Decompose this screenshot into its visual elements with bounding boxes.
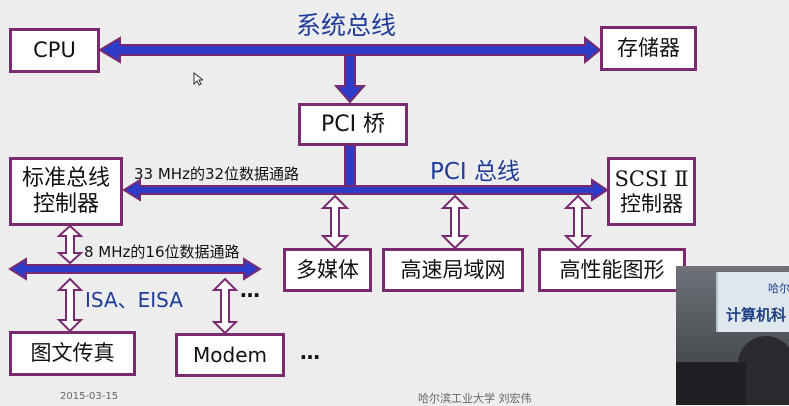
mouse-cursor-icon bbox=[193, 72, 203, 86]
monitor-silhouette bbox=[676, 362, 746, 405]
scsi-controller-line2: 控制器 bbox=[620, 191, 683, 216]
arrow-std-ctrl-isa bbox=[56, 224, 84, 265]
ellipsis-bottom: … bbox=[300, 340, 320, 364]
lecturer-silhouette bbox=[738, 336, 789, 405]
bus-to-pci-bridge bbox=[333, 54, 367, 104]
cpu-box: CPU bbox=[9, 28, 100, 73]
footer-author: 哈尔滨工业大学 刘宏伟 bbox=[418, 392, 532, 405]
lecturer-video: 哈尔 计算机科 bbox=[676, 266, 789, 405]
standard-bus-controller-line1: 标准总线 bbox=[21, 166, 110, 192]
isa-bus bbox=[8, 257, 262, 281]
arrow-isa-modem bbox=[211, 277, 239, 335]
standard-bus-controller-line2: 控制器 bbox=[32, 191, 99, 217]
standard-bus-controller-box: 标准总线 控制器 bbox=[9, 157, 123, 226]
footer-date: 2015-03-15 bbox=[60, 391, 119, 402]
system-bus-title: 系统总线 bbox=[296, 11, 397, 40]
pci-rate-label: 33 MHz的32位数据通路 bbox=[134, 165, 300, 183]
isa-eisa-label: ISA、EISA bbox=[85, 288, 183, 312]
multimedia-box: 多媒体 bbox=[283, 248, 372, 292]
modem-box: Modem bbox=[175, 333, 285, 377]
video-banner bbox=[716, 272, 789, 332]
arrow-pci-graphics bbox=[563, 194, 593, 250]
video-banner-text: 计算机科 bbox=[726, 306, 787, 324]
memory-box: 存储器 bbox=[600, 26, 697, 71]
lan-box: 高速局域网 bbox=[382, 248, 524, 292]
isa-rate-label: 8 MHz的16位数据通路 bbox=[84, 243, 240, 261]
pci-bridge-stem bbox=[344, 142, 356, 188]
pci-bus-label: PCI 总线 bbox=[430, 159, 521, 185]
scsi-controller-line1: SCSI Ⅱ bbox=[614, 167, 689, 192]
arrow-pci-lan bbox=[440, 194, 470, 250]
arrow-pci-multimedia bbox=[320, 194, 350, 250]
ellipsis-right: … bbox=[240, 278, 260, 302]
video-banner-top-text: 哈尔 bbox=[768, 282, 789, 295]
graphics-box: 高性能图形 bbox=[538, 248, 686, 292]
fax-box: 图文传真 bbox=[9, 331, 136, 376]
arrow-isa-fax bbox=[56, 277, 84, 333]
pci-bridge-box: PCI 桥 bbox=[298, 103, 408, 146]
scsi-controller-box: SCSI Ⅱ 控制器 bbox=[607, 157, 696, 226]
